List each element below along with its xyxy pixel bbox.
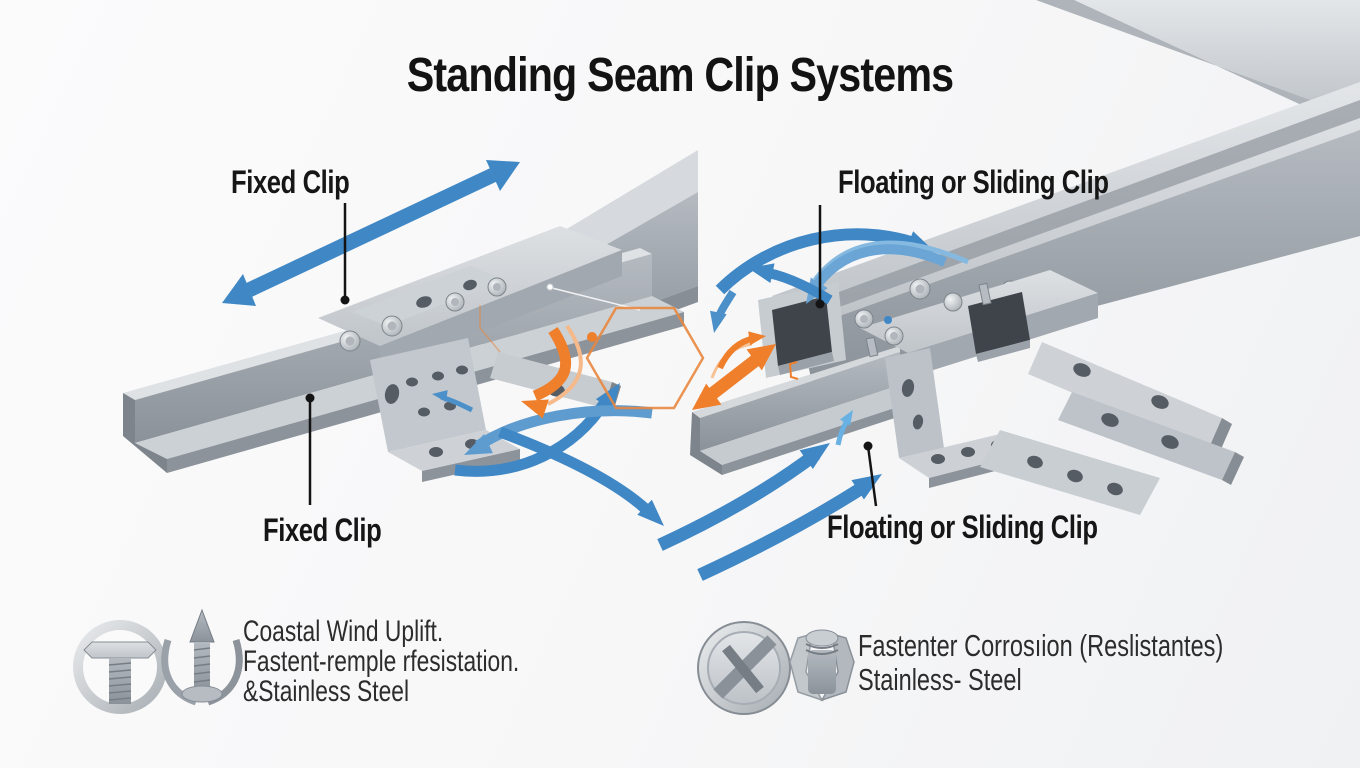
right-top-leader: [815, 205, 825, 309]
thermal-movement-arrow: [222, 160, 520, 306]
footer-left-line2: Fastent-remple rfesistation.: [243, 645, 520, 678]
footer-left-line3: &Stainless Steel: [243, 675, 410, 708]
right-bottom-leader: [863, 441, 878, 507]
tools-medallion-icon: [697, 621, 791, 715]
bolt-ring-icon: [73, 620, 167, 714]
floating-clip-top-label: Floating or Sliding Clip: [838, 164, 1109, 200]
right-flow-arrows: [657, 228, 970, 581]
threaded-studs: [865, 282, 992, 358]
left-flow-arrows: [432, 383, 664, 526]
left-bottom-leader: [305, 393, 315, 505]
screw-anchor-icon: [161, 608, 243, 706]
fixed-clip-bottom-label: Fixed Clip: [263, 512, 382, 548]
page-title: Standing Seam Clip Systems: [406, 49, 954, 102]
footer-right-line1: Fastenter Corrosıion (Reslistantes): [858, 628, 1224, 663]
footer-right-line2: Stainless- Steel: [858, 662, 1022, 697]
fixed-clip-diagram: [123, 150, 705, 526]
right-straps: [980, 342, 1244, 515]
footer-right-text: Fastenter Corrosıion (Reslistantes) Stai…: [858, 629, 1223, 697]
left-clip-plate: [318, 226, 622, 372]
floating-clip-diagram: [657, 0, 1360, 581]
footer-left-line1: Coastal Wind Uplift.: [243, 615, 444, 648]
left-top-leader: [340, 203, 350, 305]
right-clip-plate: [788, 270, 1098, 380]
corner-rail: [1036, 0, 1360, 132]
footer-left-text: Coastal Wind Uplift. Fastent-remple rfes…: [243, 617, 519, 707]
fixed-clip-top-label: Fixed Clip: [231, 164, 350, 200]
right-orange-arrows: [692, 331, 776, 410]
shield-bolt-icon: [789, 629, 855, 702]
hexagon-callout: [479, 283, 705, 410]
right-lower-rail: [690, 346, 925, 475]
left-clip-bolts: [339, 277, 507, 352]
floating-clip-bottom-label: Floating or Sliding Clip: [827, 509, 1098, 545]
left-orange-arrow: [521, 324, 583, 419]
